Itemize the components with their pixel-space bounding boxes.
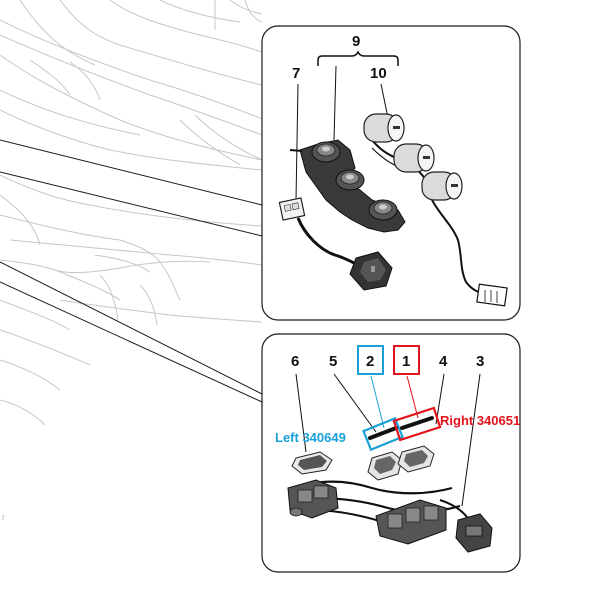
- callout-2-highlight: [357, 345, 384, 375]
- callout-5: 5: [329, 353, 337, 370]
- connector-plug: [278, 197, 306, 221]
- switch-cluster: [289, 139, 406, 233]
- callout-9: 9: [352, 33, 360, 50]
- left-part-highlight: [362, 416, 404, 452]
- bezel-part-5: [367, 451, 403, 481]
- vehicle-interior-sketch: [0, 0, 266, 426]
- bottom-detail-panel: 6 5 2 1 4 3 Left 340649 Right 340651: [261, 333, 521, 573]
- callout-4: 4: [439, 353, 448, 370]
- callout-3: 3: [476, 353, 484, 370]
- cover-part-6: [291, 451, 333, 475]
- callout-7: 7: [292, 65, 300, 82]
- edge-text-fragment: r: [2, 512, 5, 522]
- left-part-label: Left 340649: [275, 430, 346, 445]
- callout-2: 2: [366, 353, 374, 370]
- leader-lines: [0, 139, 263, 403]
- top-detail-panel: 9 7 10: [261, 25, 521, 321]
- lock-cylinders: [363, 113, 508, 307]
- callout-1-highlight: [393, 345, 420, 375]
- bracket-9: [317, 50, 399, 66]
- bezel-part-4: [397, 445, 435, 473]
- right-part-label: Right 340651: [440, 413, 520, 428]
- wire-switch-module: [349, 251, 393, 291]
- callout-10: 10: [370, 65, 387, 82]
- callout-6: 6: [291, 353, 299, 370]
- callout-1: 1: [402, 353, 410, 370]
- wiring-harness-part-3: [287, 479, 493, 553]
- right-part-highlight: [392, 406, 442, 442]
